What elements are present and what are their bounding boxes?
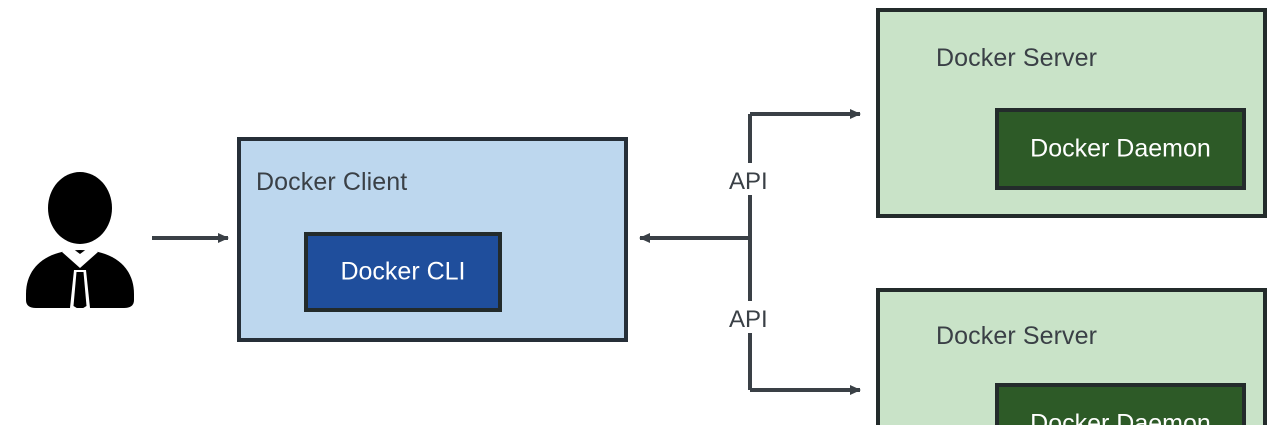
person-icon bbox=[26, 172, 134, 308]
docker-daemon-label-top: Docker Daemon bbox=[1030, 134, 1211, 163]
docker-server-title-top: Docker Server bbox=[936, 44, 1098, 72]
docker-client-title: Docker Client bbox=[256, 168, 408, 196]
docker-cli-box[interactable]: Docker CLI bbox=[304, 232, 502, 312]
docker-server-title-bottom: Docker Server bbox=[936, 322, 1098, 350]
docker-daemon-box-bottom[interactable]: Docker Daemon bbox=[995, 383, 1246, 425]
api-label-top: API bbox=[729, 168, 768, 195]
docker-daemon-label-bottom: Docker Daemon bbox=[1030, 409, 1211, 425]
api-label-bottom: API bbox=[729, 306, 768, 333]
docker-cli-label: Docker CLI bbox=[340, 257, 466, 286]
docker-daemon-box-top[interactable]: Docker Daemon bbox=[995, 108, 1246, 190]
